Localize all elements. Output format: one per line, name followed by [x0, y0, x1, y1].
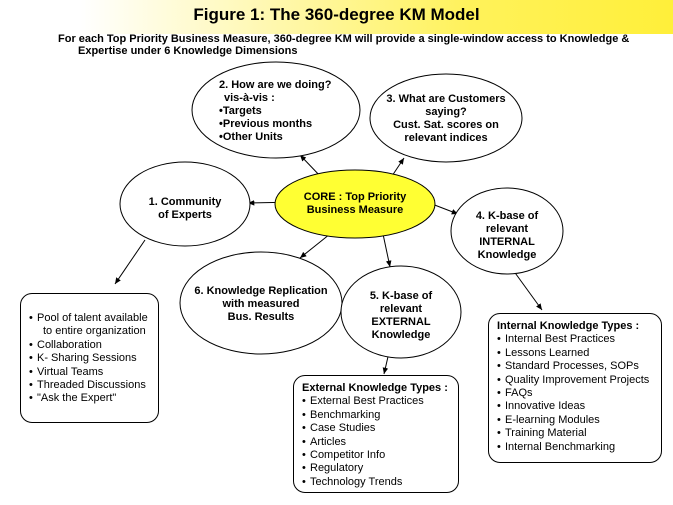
external-knowledge-box: External Knowledge Types : External Best…: [293, 375, 459, 493]
node-external-line: relevant: [379, 303, 423, 315]
list-item: Standard Processes, SOPs: [497, 360, 655, 374]
node-performance-line: •Targets: [219, 105, 262, 117]
node-community-line: of Experts: [158, 209, 212, 221]
node-replication-line: with measured: [222, 298, 300, 310]
arrow-core-to-external: [382, 233, 392, 268]
node-replication-line: 6. Knowledge Replication: [194, 285, 328, 297]
list-item: Internal Benchmarking: [497, 441, 655, 455]
node-internal-line: 4. K-base of: [475, 210, 539, 222]
list-item: FAQs: [497, 387, 655, 401]
node-core-label: CORE : Top Priority Business Measure: [295, 191, 415, 217]
external-box-title: External Knowledge Types :: [302, 382, 448, 394]
subtitle-line-2: Expertise under 6 Knowledge Dimensions: [78, 45, 298, 57]
node-internal-line: INTERNAL: [479, 236, 535, 248]
community-list: Pool of talent available to entire organ…: [29, 312, 152, 406]
list-item: to entire organization: [43, 325, 146, 338]
node-core-line: CORE : Top Priority: [303, 191, 407, 203]
subtitle-line-1: For each Top Priority Business Measure, …: [58, 33, 630, 45]
node-customers-line: relevant indices: [404, 132, 488, 144]
node-core-ellipse: [274, 169, 436, 239]
list-item: Collaboration: [29, 339, 152, 353]
node-customers-label: 3. What are Customers saying? Cust. Sat.…: [381, 93, 511, 145]
list-item: Benchmarking: [302, 409, 452, 423]
node-community-label: 1. Community of Experts: [135, 196, 235, 222]
node-performance-line: vis-à-vis :: [224, 92, 275, 104]
node-internal-line: Knowledge: [477, 249, 537, 261]
figure-title: Figure 1: The 360-degree KM Model: [193, 5, 480, 24]
external-list: External Best Practices Benchmarking Cas…: [302, 395, 452, 489]
internal-knowledge-box: Internal Knowledge Types : Internal Best…: [488, 313, 662, 463]
internal-list: Internal Best Practices Lessons Learned …: [497, 333, 655, 454]
list-item: Competitor Info: [302, 449, 452, 463]
list-item: Articles: [302, 436, 452, 450]
node-replication-line: Bus. Results: [227, 311, 295, 323]
list-item: Threaded Discussions: [29, 379, 152, 393]
list-item: Lessons Learned: [497, 347, 655, 361]
arrow-community-to-box: [114, 239, 146, 285]
list-item: External Best Practices: [302, 395, 452, 409]
node-internal-label: 4. K-base of relevant INTERNAL Knowledge: [462, 210, 552, 262]
list-item: Training Material: [497, 427, 655, 441]
node-core-line: Business Measure: [306, 204, 404, 216]
list-item: Case Studies: [302, 422, 452, 436]
arrow-internal-to-box: [512, 269, 543, 311]
node-internal-ellipse: [450, 187, 564, 275]
node-performance-line: •Previous months: [219, 118, 313, 130]
node-external-line: Knowledge: [371, 329, 431, 341]
community-details-box: Pool of talent available to entire organ…: [20, 293, 159, 423]
title-banner: [0, 0, 673, 34]
node-performance-line: 2. How are we doing?: [219, 79, 332, 91]
arrow-core-to-customers: [391, 157, 405, 177]
node-external-ellipse: [340, 265, 462, 359]
node-community-ellipse: [119, 161, 251, 247]
internal-box-title: Internal Knowledge Types :: [497, 320, 640, 332]
list-item: Virtual Teams: [29, 366, 152, 380]
list-item: Pool of talent available: [29, 312, 152, 326]
node-performance-label: 2. How are we doing? vis-à-vis : •Target…: [219, 79, 349, 144]
arrow-core-to-internal: [431, 203, 459, 215]
list-item: K- Sharing Sessions: [29, 352, 152, 366]
list-item: Internal Best Practices: [497, 333, 655, 347]
node-performance-ellipse: [191, 61, 361, 159]
figure-subtitle: For each Top Priority Business Measure, …: [58, 33, 658, 57]
node-performance-line: •Other Units: [219, 131, 283, 143]
node-replication-label: 6. Knowledge Replication with measured B…: [186, 285, 336, 324]
node-customers-line: Cust. Sat. scores on: [393, 119, 499, 131]
node-community-line: 1. Community: [148, 196, 222, 208]
list-item: Technology Trends: [302, 476, 452, 490]
node-customers-line: 3. What are Customers: [386, 93, 506, 105]
node-external-line: 5. K-base of: [369, 290, 433, 302]
list-item: "Ask the Expert": [29, 392, 152, 406]
node-internal-line: relevant: [485, 223, 529, 235]
node-external-line: EXTERNAL: [371, 316, 431, 328]
arrow-core-to-replication: [299, 233, 331, 259]
node-customers-ellipse: [369, 73, 523, 163]
list-item: Innovative Ideas: [497, 400, 655, 414]
list-item: Quality Improvement Projects: [497, 374, 655, 388]
list-item: E-learning Modules: [497, 414, 655, 428]
list-item: Regulatory: [302, 462, 452, 476]
node-external-label: 5. K-base of relevant EXTERNAL Knowledge: [356, 290, 446, 342]
node-customers-line: saying?: [425, 106, 467, 118]
